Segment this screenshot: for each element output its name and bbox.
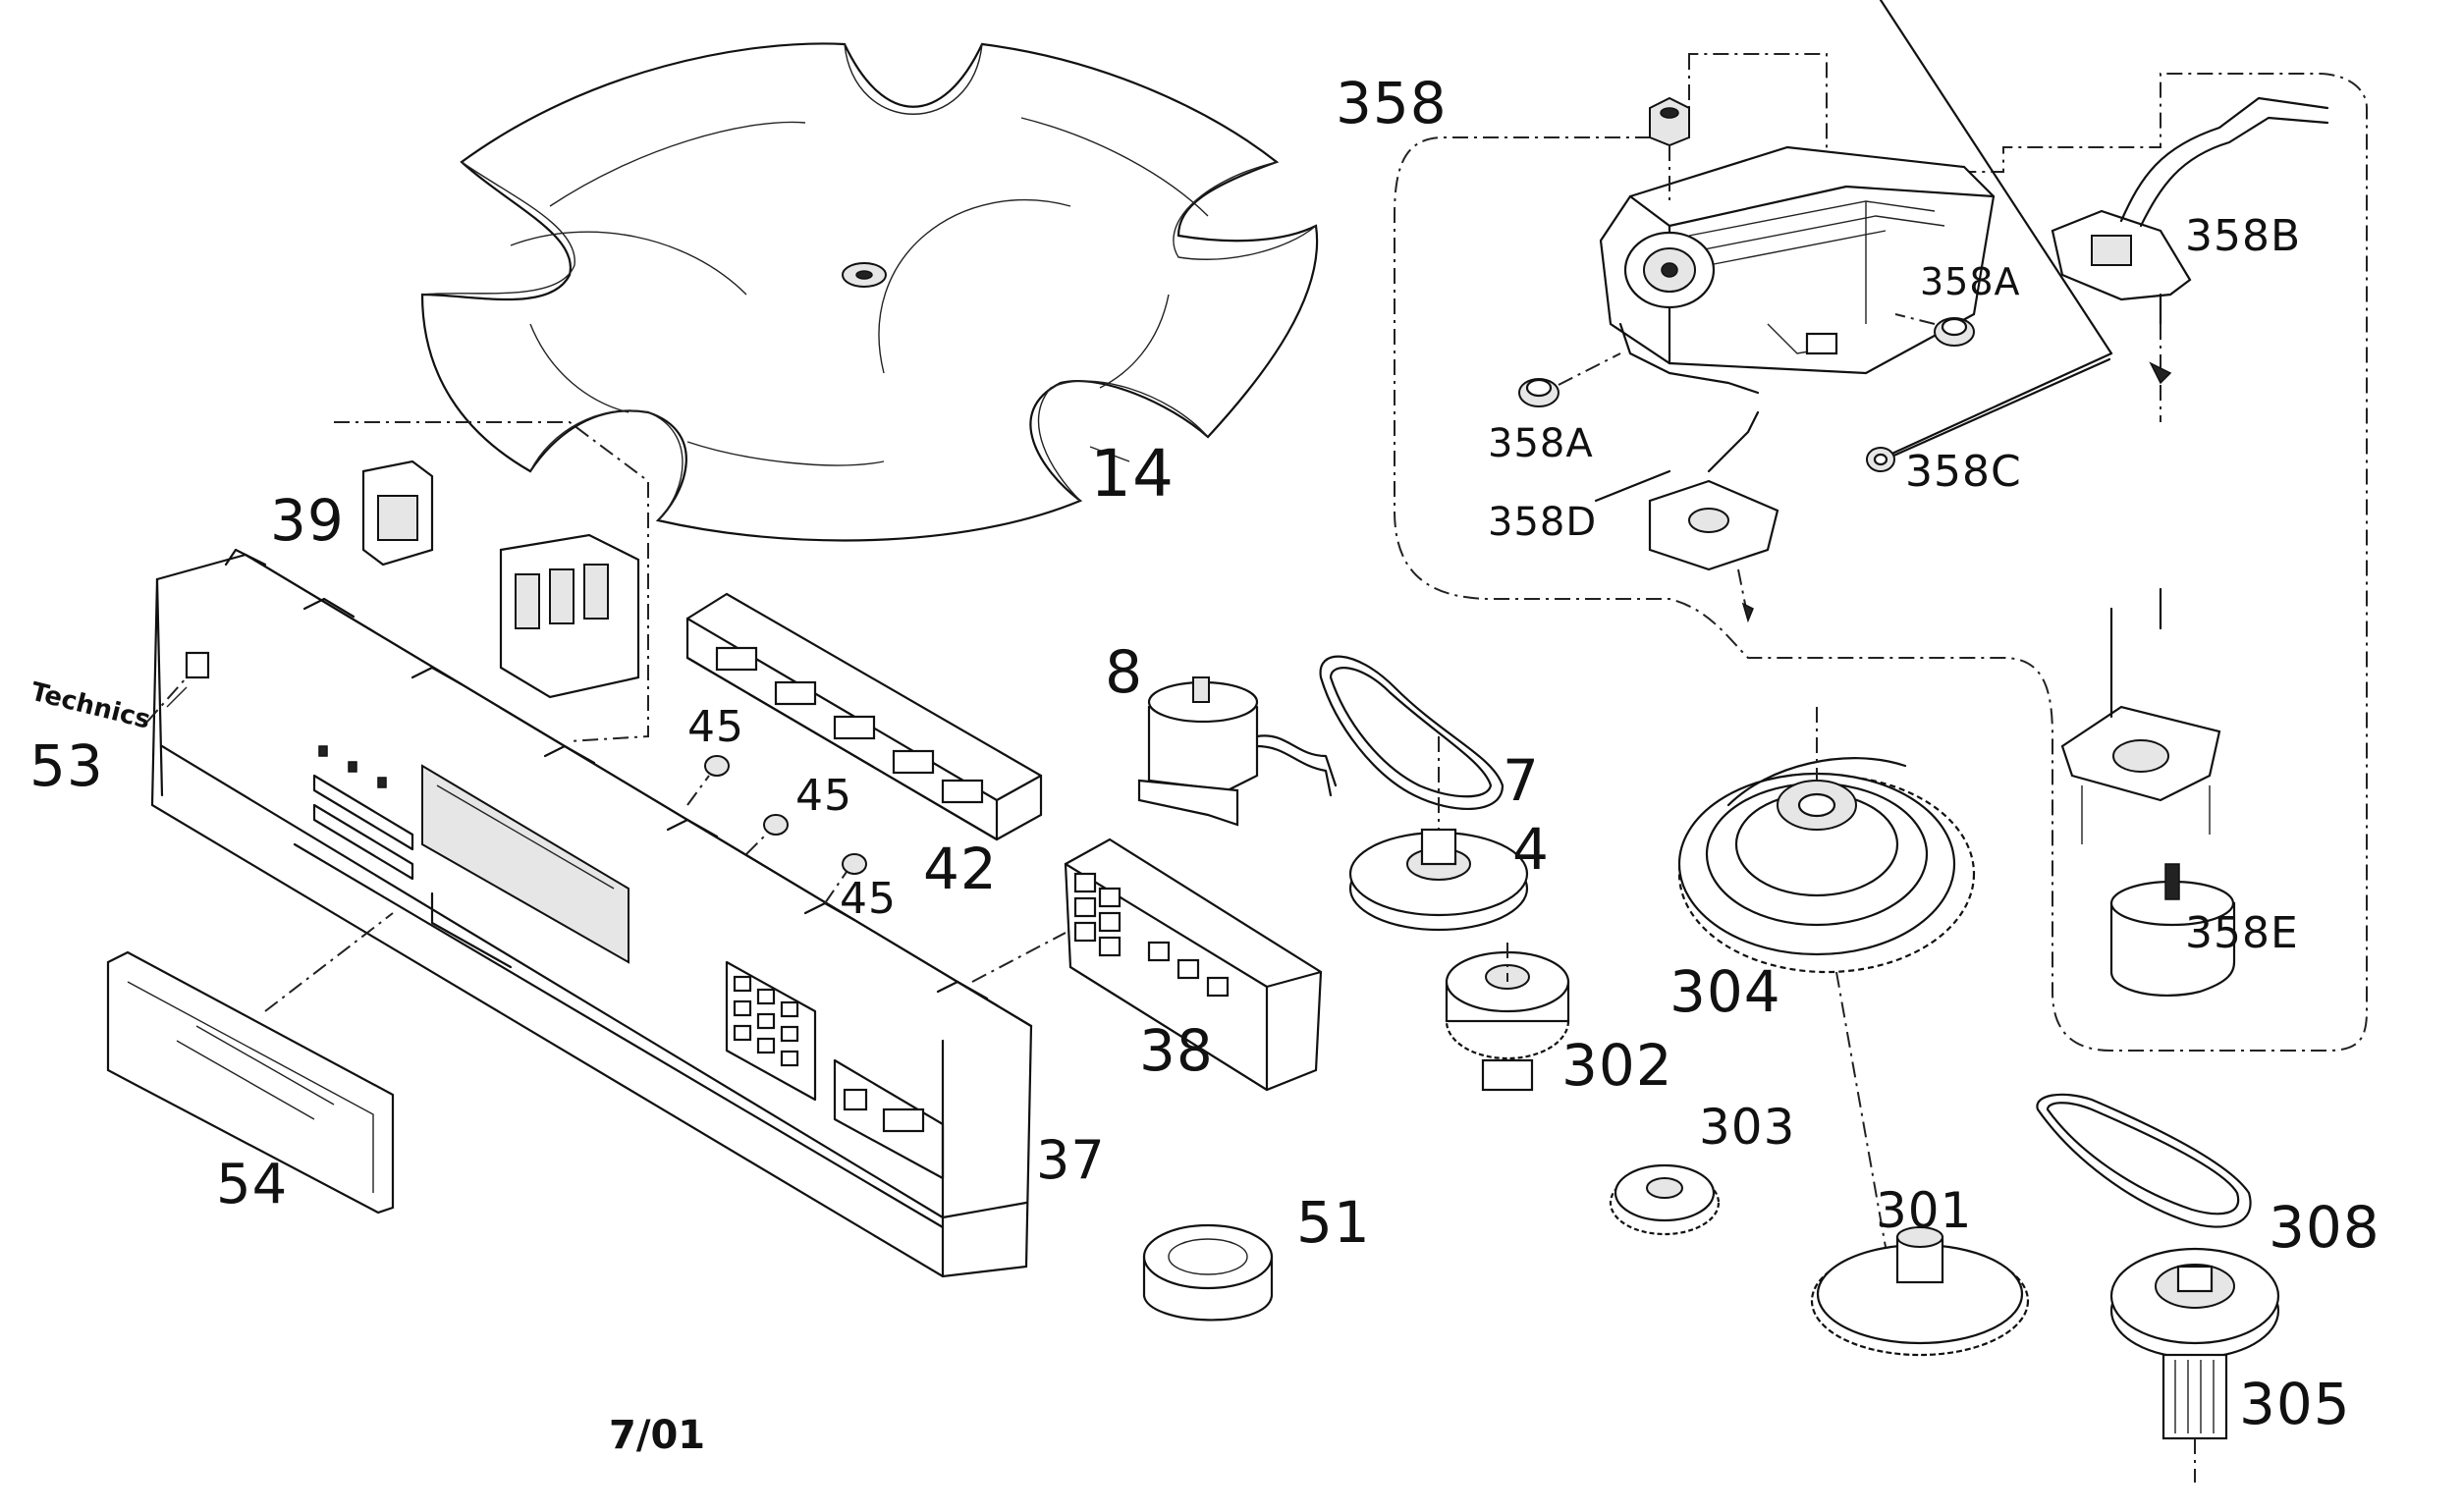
leader-358d (1594, 469, 1671, 503)
callout-54: 54 (216, 1153, 288, 1216)
part-358a-right (1894, 313, 1975, 347)
part-303-gear: 303 (1609, 1099, 1795, 1236)
callout-304: 304 (1669, 958, 1781, 1025)
callout-53: 53 (29, 732, 104, 799)
part-38-connector: 38 (971, 837, 1323, 1092)
callout-303: 303 (1699, 1099, 1795, 1156)
part-42-button-strip: 42 (685, 592, 1043, 902)
callout-45-1: 45 (687, 702, 744, 752)
part-358-cd-mechanism: 358 358A 358A 358B 358C 358D 358E (1336, 0, 2368, 1052)
part-7-belt: 7 (1319, 655, 1540, 814)
part-302-gear: 302 (1445, 943, 1673, 1099)
part-358a-left (1518, 352, 1621, 407)
callout-358: 358 (1336, 70, 1448, 136)
callout-358a-left: 358A (1488, 421, 1594, 466)
callout-305: 305 (2239, 1371, 2351, 1437)
callout-301: 301 (1876, 1182, 1972, 1239)
part-305-pulley-gear: 305 (2109, 1247, 2351, 1483)
callout-7: 7 (1503, 747, 1540, 814)
part-37-front-panel: 37 (150, 548, 1106, 1278)
part-4-pulley: 4 (1348, 736, 1550, 932)
callout-45-2: 45 (795, 771, 852, 821)
part-358b-pickup (2051, 96, 2329, 422)
callout-45-3: 45 (840, 874, 897, 924)
part-54-window: 54 (106, 912, 395, 1216)
part-14-disc-tray: 14 (420, 42, 1319, 542)
brand-text: Technics (27, 677, 153, 735)
revision-date: 7/01 (609, 1413, 705, 1458)
callout-358e: 358E (2185, 908, 2299, 958)
part-39-switch-group: 39 (270, 421, 649, 742)
callout-358a-right: 358A (1920, 260, 2021, 303)
callout-4: 4 (1512, 816, 1550, 883)
callout-302: 302 (1561, 1032, 1673, 1099)
part-8-motor: 8 (1105, 638, 1338, 827)
callout-42: 42 (923, 836, 998, 902)
part-45-caps: 45 45 45 (686, 702, 897, 924)
callout-308: 308 (2269, 1194, 2380, 1261)
part-358d-bracket (1648, 410, 1779, 623)
callout-8: 8 (1105, 638, 1143, 707)
callout-358c: 358C (1905, 447, 2022, 497)
callout-39: 39 (270, 487, 345, 554)
part-301-gear: 301 (1810, 1182, 2030, 1357)
callout-14: 14 (1090, 436, 1175, 512)
part-51-cap: 51 (1142, 1189, 1371, 1322)
callout-38: 38 (1139, 1017, 1214, 1084)
callout-358d: 358D (1488, 500, 1597, 545)
part-308-belt: 308 (2036, 1093, 2380, 1261)
part-358c-shaft (1866, 0, 2113, 472)
callout-37: 37 (1036, 1129, 1106, 1191)
part-304-main-gear: 304 (1669, 707, 1976, 1248)
callout-358b: 358B (2185, 211, 2301, 261)
part-358e-motor (2060, 587, 2236, 998)
callout-51: 51 (1296, 1189, 1371, 1256)
